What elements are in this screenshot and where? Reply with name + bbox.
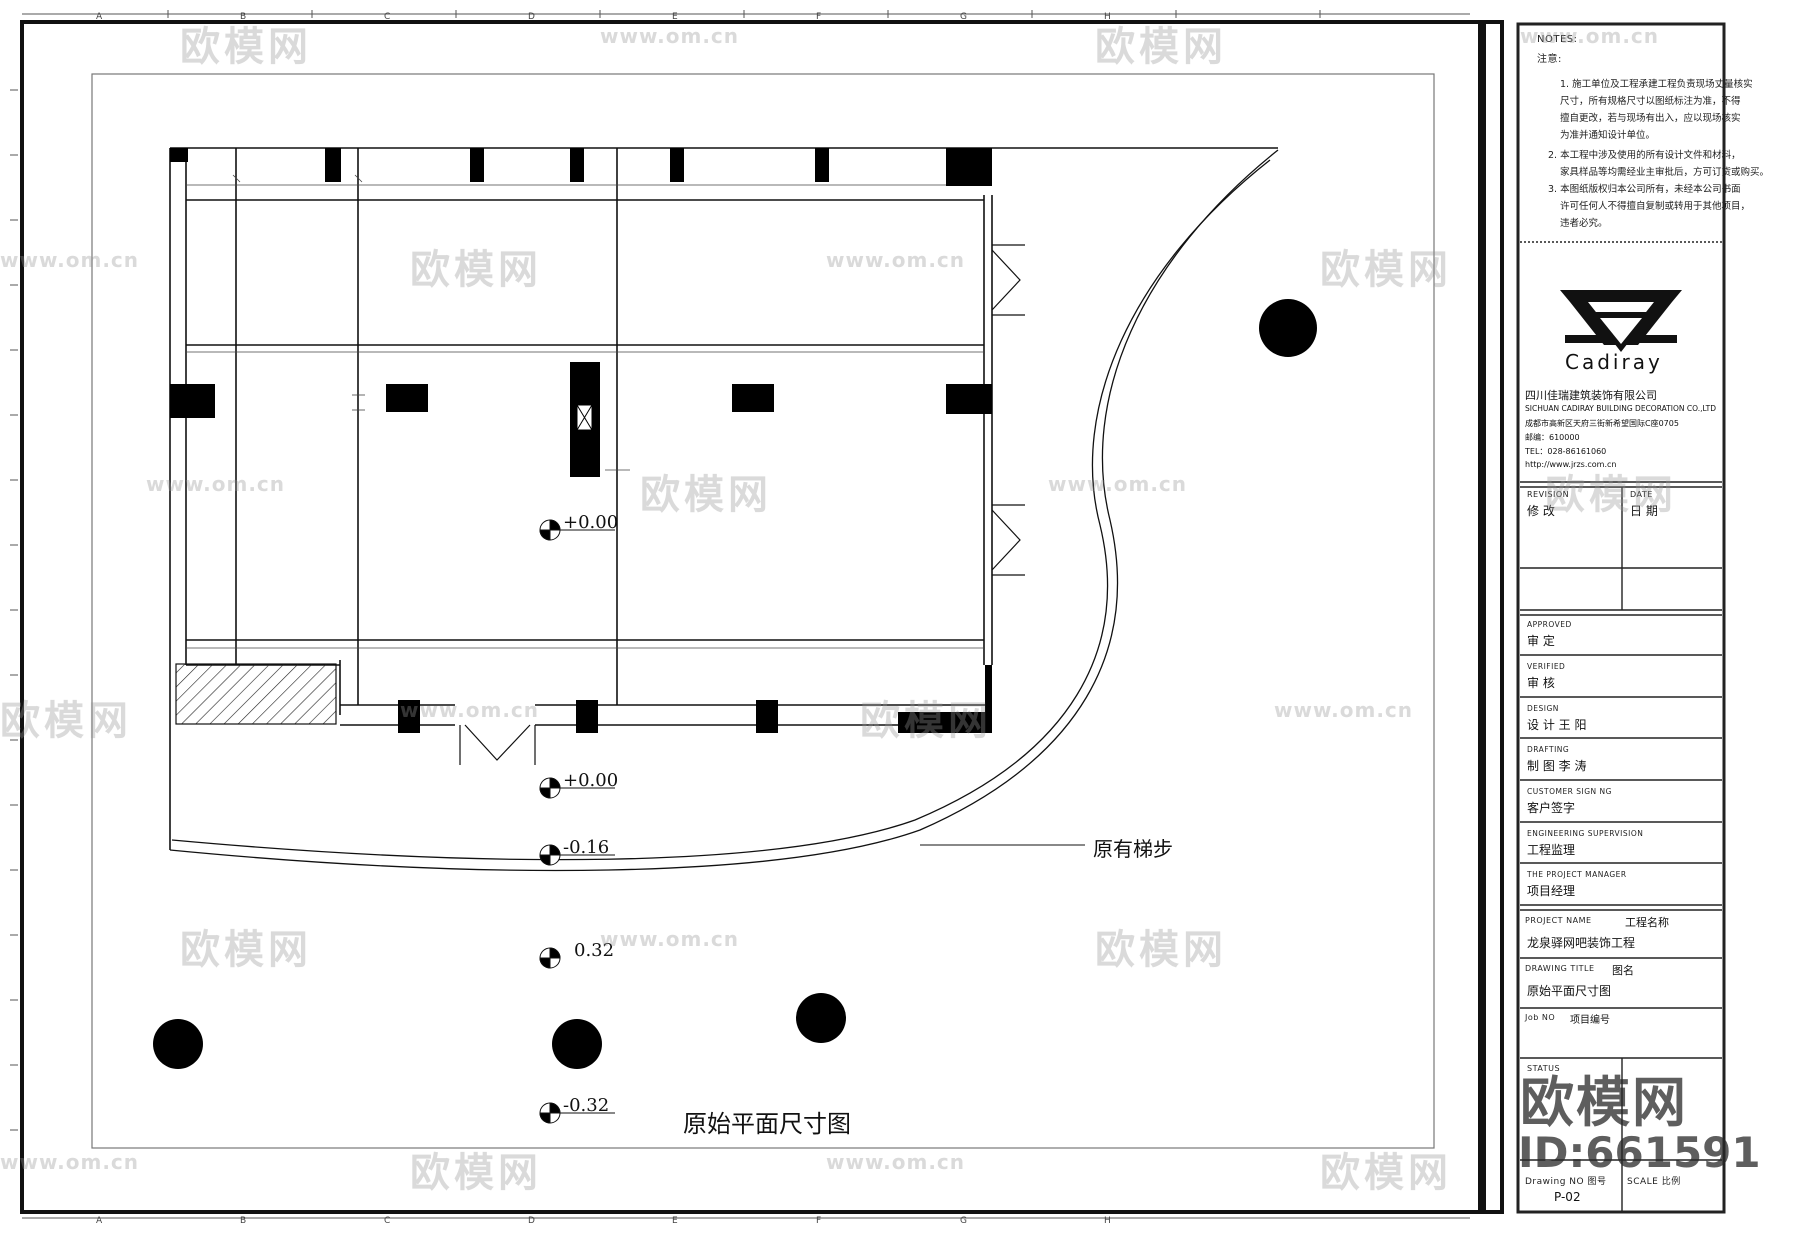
grid-letter: A xyxy=(96,12,103,22)
date-label-cn: 日 期 xyxy=(1630,504,1658,518)
verified-label-en: VERIFIED xyxy=(1527,662,1566,671)
grid-letter: C xyxy=(384,1216,391,1226)
sheet-outer-border xyxy=(20,20,1504,1214)
grid-letter: C xyxy=(384,12,391,22)
note-line: 擅自更改，若与现场有出入，应以现场核实 xyxy=(1560,113,1741,124)
stamp-id: ID:661591 xyxy=(1518,1128,1761,1177)
revision-label-en: REVISION xyxy=(1527,490,1570,499)
note-line: 家具样品等均需经业主审批后，方可订货或购买。 xyxy=(1560,167,1770,178)
grid-letter: F xyxy=(816,1216,822,1226)
hatched-area xyxy=(175,663,337,725)
grid-letter: D xyxy=(528,1216,535,1226)
grid-letter: A xyxy=(96,1216,103,1226)
company-address: 成都市高新区天府三街新希望国际C座0705 xyxy=(1525,419,1679,428)
level-label: -0.16 xyxy=(563,837,610,858)
drafting-label-cn: 制 图 李 涛 xyxy=(1527,759,1587,773)
note-line: 违者必究。 xyxy=(1560,218,1608,229)
engineering-label-en: ENGINEERING SUPERVISION xyxy=(1527,829,1644,838)
right-door-swings xyxy=(991,244,1025,576)
grid-letter: H xyxy=(1104,1216,1111,1226)
stamp-brand: 欧模网 xyxy=(1520,1071,1688,1134)
note-line: 尺寸，所有规格尺寸以图纸标注为准，不得 xyxy=(1560,96,1741,107)
note-line: 1. 施工单位及工程承建工程负责现场丈量核实 xyxy=(1560,79,1753,90)
drafting-label-en: DRAFTING xyxy=(1527,745,1570,754)
level-label: +0.00 xyxy=(563,770,619,791)
plan-title: 原始平面尺寸图 xyxy=(683,1110,851,1138)
grid-letter: G xyxy=(960,1216,967,1226)
job-no-label-en: Job NO xyxy=(1525,1013,1556,1022)
grid-letter: E xyxy=(672,1216,678,1226)
site-circles xyxy=(153,299,1317,1069)
verified-label-cn: 审 核 xyxy=(1527,676,1555,690)
level-label: 0.32 xyxy=(574,940,615,961)
inner-drawing-frame xyxy=(91,73,1435,1149)
grid-letter: D xyxy=(528,12,535,22)
stair-callout-label: 原有梯步 xyxy=(1093,837,1173,861)
company-name-en: SICHUAN CADIRAY BUILDING DECORATION CO.,… xyxy=(1525,404,1716,413)
project-name-label-cn: 工程名称 xyxy=(1625,916,1669,929)
design-label-cn: 设 计 王 阳 xyxy=(1527,718,1587,732)
drawing-no-value: P-02 xyxy=(1554,1190,1581,1204)
customer-sign-label-en: CUSTOMER SIGN NG xyxy=(1527,787,1612,796)
level-label: -0.32 xyxy=(563,1095,610,1116)
drawing-title-label-cn: 图名 xyxy=(1612,964,1634,977)
thin-lines xyxy=(186,174,984,649)
structural-columns xyxy=(170,148,992,733)
notes-header: NOTES: xyxy=(1537,34,1578,45)
manager-label-en: THE PROJECT MANAGER xyxy=(1527,870,1627,879)
company-tel: TEL：028-86161060 xyxy=(1525,447,1607,456)
grid-letter: B xyxy=(240,1216,247,1226)
company-web: http://www.jrzs.com.cn xyxy=(1525,460,1617,469)
grid-letter: H xyxy=(1104,12,1111,22)
company-name-cn: 四川佳瑞建筑装饰有限公司 xyxy=(1525,389,1657,402)
note-line: 为准并通知设计单位。 xyxy=(1560,130,1656,141)
left-ruler xyxy=(10,89,18,1131)
grid-letter: F xyxy=(816,12,822,22)
note-line: 2. 本工程中涉及使用的所有设计文件和材料， xyxy=(1548,150,1741,161)
entrance-door xyxy=(459,724,536,765)
level-symbols xyxy=(539,519,615,1124)
note-line: 3. 本图纸版权归本公司所有，未经本公司书面 xyxy=(1548,184,1741,195)
company-postcode: 邮编：610000 xyxy=(1525,433,1580,442)
revision-label-cn: 修 改 xyxy=(1527,504,1555,518)
sheet-divider-bar xyxy=(1478,22,1486,1212)
scale-label: SCALE 比例 xyxy=(1627,1177,1681,1187)
grid-letter: E xyxy=(672,12,678,22)
title-block-frame xyxy=(1516,22,1726,1214)
grid-letter: B xyxy=(240,12,247,22)
notes-header-cn: 注意: xyxy=(1537,54,1562,65)
building-walls xyxy=(169,147,1278,850)
grid-letter: G xyxy=(960,12,967,22)
project-name-label-en: PROJECT NAME xyxy=(1525,916,1592,925)
approved-label-en: APPROVED xyxy=(1527,620,1572,629)
design-label-en: DESIGN xyxy=(1527,704,1559,713)
drawing-title-value: 原始平面尺寸图 xyxy=(1527,984,1612,998)
level-label: +0.00 xyxy=(563,512,619,533)
status-label-en: STATUS xyxy=(1527,1064,1561,1073)
approved-label-cn: 审 定 xyxy=(1527,634,1555,648)
manager-label-cn: 项目经理 xyxy=(1527,884,1576,898)
curved-stair-outline xyxy=(169,149,1279,872)
note-line: 许可任何人不得擅自复制或转用于其他项目， xyxy=(1560,201,1751,212)
company-logo-text: Cadiray xyxy=(1565,350,1663,374)
job-no-label-cn: 项目编号 xyxy=(1570,1015,1610,1026)
drawing-no-label: Drawing NO 图号 xyxy=(1525,1177,1607,1187)
shaft-cross xyxy=(576,404,593,431)
date-label-en: DATE xyxy=(1630,490,1653,499)
project-name-value: 龙泉驿网吧装饰工程 xyxy=(1527,936,1636,950)
engineering-label-cn: 工程监理 xyxy=(1527,843,1576,857)
drawing-title-label-en: DRAWING TITLE xyxy=(1525,964,1595,973)
top-ruler xyxy=(167,10,1321,18)
customer-sign-label-cn: 客户签字 xyxy=(1527,801,1576,815)
